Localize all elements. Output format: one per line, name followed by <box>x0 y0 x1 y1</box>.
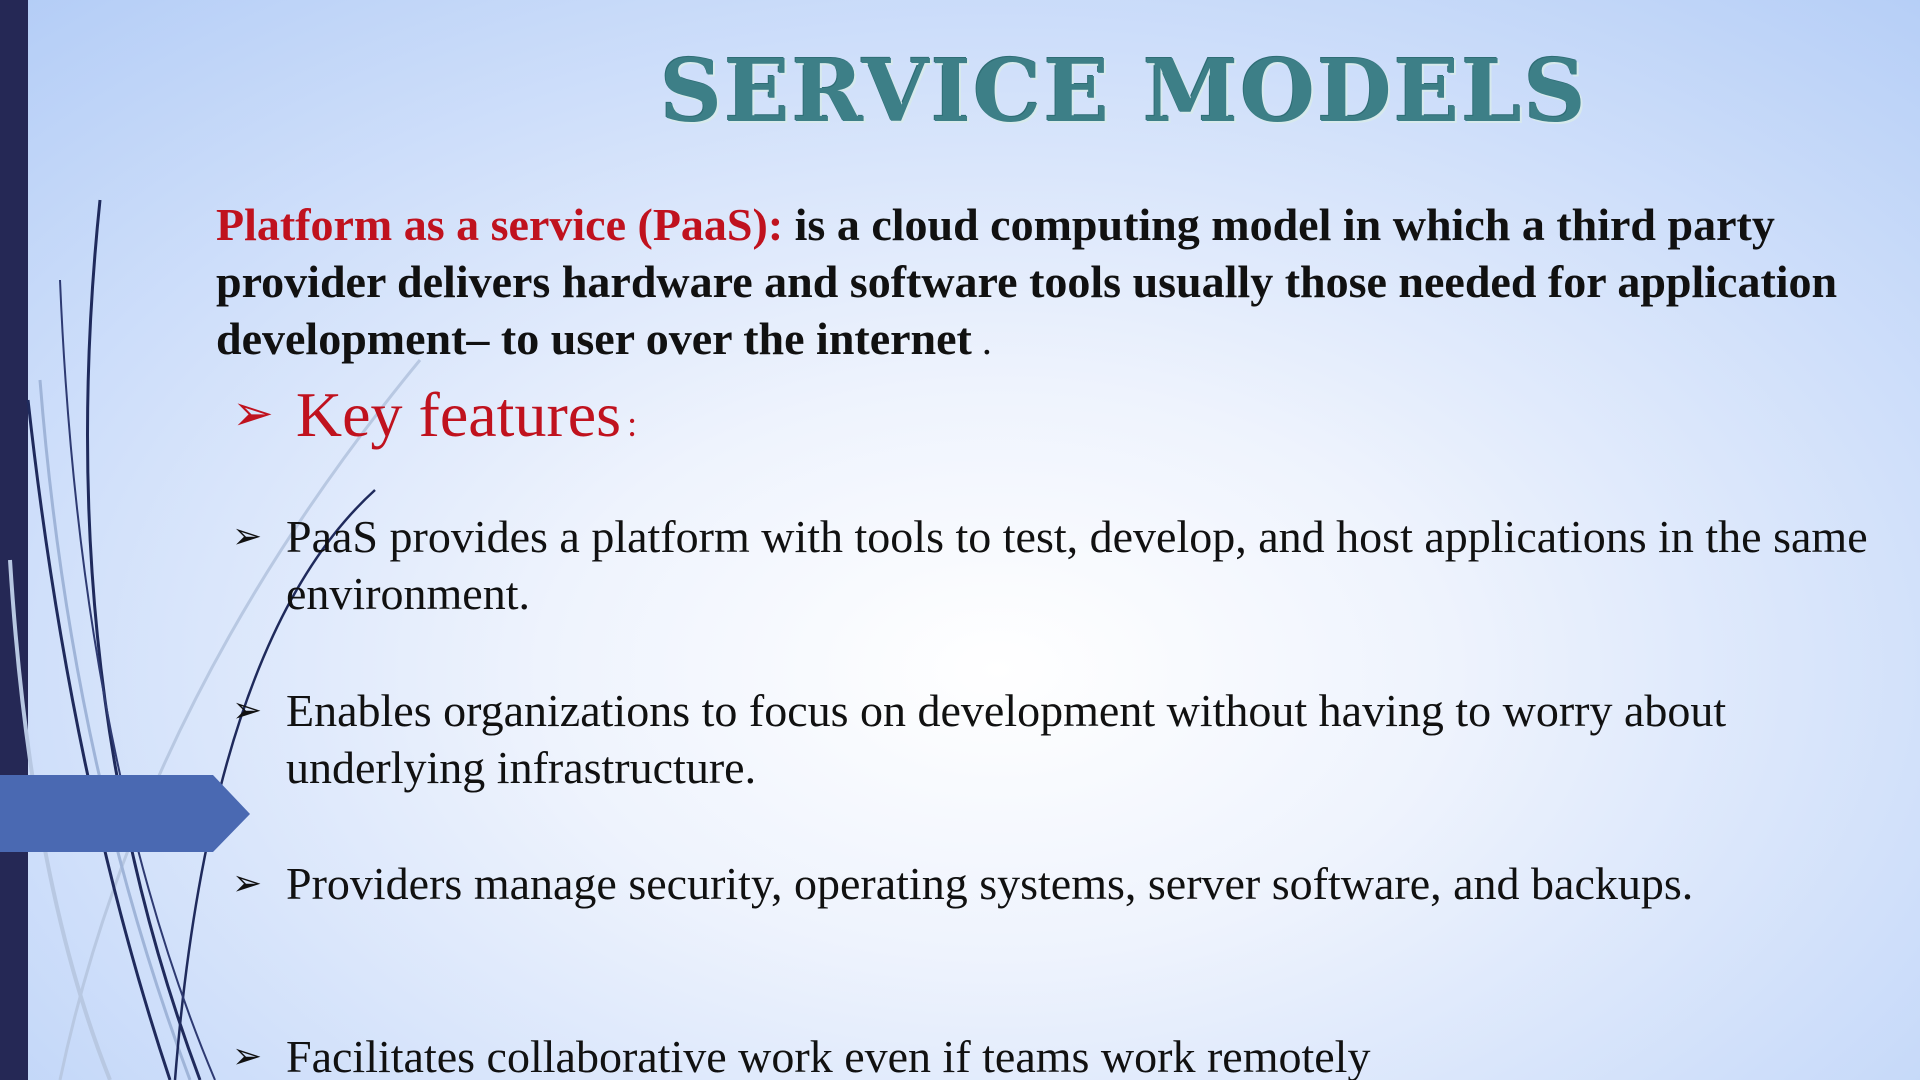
arrow-bullet-icon: ➢ <box>232 690 263 730</box>
slide-title: SERVICE MODELS <box>660 41 1588 142</box>
key-features-label: Key features <box>295 379 622 450</box>
paas-definition: Platform as a service (PaaS): is a cloud… <box>216 196 1856 369</box>
list-item: ➢ PaaS provides a platform with tools to… <box>232 508 1872 622</box>
feature-text: Enables organizations to focus on develo… <box>286 685 1727 793</box>
arrow-bullet-icon: ➢ <box>232 516 263 556</box>
list-item: ➢ Providers manage security, operating s… <box>232 855 1872 912</box>
definition-body: is a cloud computing model in which a th… <box>216 199 1838 364</box>
definition-end: . <box>971 318 992 363</box>
feature-text: PaaS provides a platform with tools to t… <box>286 511 1868 619</box>
list-item: ➢ Enables organizations to focus on deve… <box>232 682 1872 796</box>
feature-text: Facilitates collaborative work even if t… <box>286 1031 1371 1080</box>
feature-text: Providers manage security, operating sys… <box>286 858 1694 909</box>
key-features-heading: ➢ Key features: <box>232 374 637 463</box>
arrow-bullet-icon: ➢ <box>232 385 274 441</box>
left-accent-bar <box>0 0 28 1080</box>
definition-term: Platform as a service (PaaS): <box>216 199 784 250</box>
arrow-bullet-icon: ➢ <box>232 1036 263 1076</box>
arrow-banner-shape <box>0 775 250 852</box>
list-item: ➢ Facilitates collaborative work even if… <box>232 1028 1872 1080</box>
key-features-colon: : <box>627 404 638 444</box>
arrow-bullet-icon: ➢ <box>232 863 263 903</box>
